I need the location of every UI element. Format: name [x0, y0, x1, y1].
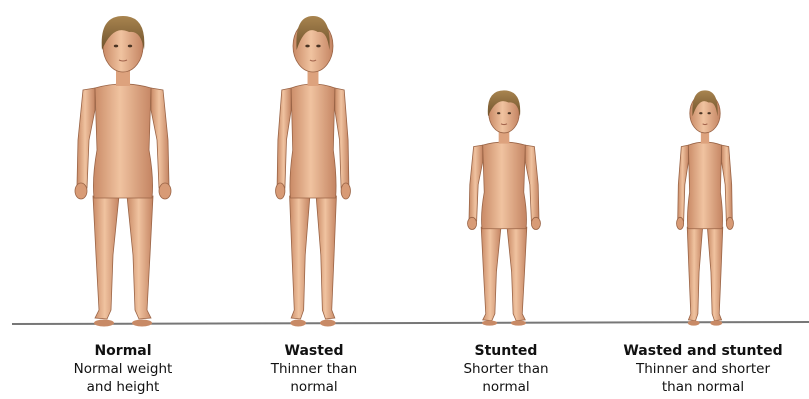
hand-left: [75, 183, 87, 199]
foot-right: [132, 320, 152, 327]
eye-left: [699, 112, 702, 114]
foot-left: [688, 320, 700, 325]
hand-left: [468, 217, 477, 229]
arm-right: [525, 145, 539, 221]
arm-right: [722, 145, 733, 221]
label-desc: normal: [234, 378, 394, 396]
foot-right: [511, 320, 526, 325]
arm-left: [77, 88, 95, 188]
leg-left: [93, 196, 119, 319]
eye-left: [305, 45, 309, 48]
arm-left: [277, 88, 291, 188]
torso: [482, 142, 527, 229]
label-desc: than normal: [608, 378, 798, 396]
leg-left: [687, 227, 702, 320]
foot-right: [710, 320, 722, 325]
eye-right: [128, 45, 132, 48]
leg-right: [707, 227, 722, 320]
eye-right: [707, 112, 710, 114]
label-stunted: Stunted Shorter thannormal: [426, 342, 586, 396]
hand-right: [726, 217, 733, 229]
figure-normal: [75, 16, 171, 327]
leg-right: [507, 227, 527, 320]
label-desc: Thinner and shorter: [608, 360, 798, 378]
foot-left: [94, 320, 114, 327]
label-title: Wasted and stunted: [608, 342, 798, 360]
label-wasted-and-stunted: Wasted and stunted Thinner and shorterth…: [608, 342, 798, 396]
eye-left: [497, 112, 500, 114]
torso: [290, 84, 336, 198]
hand-left: [677, 217, 684, 229]
leg-right: [316, 196, 336, 319]
torso: [687, 142, 722, 229]
eye-left: [114, 45, 118, 48]
hand-left: [276, 183, 285, 199]
label-wasted: Wasted Thinner thannormal: [234, 342, 394, 396]
label-desc: Thinner than: [234, 360, 394, 378]
arm-right: [335, 88, 349, 188]
leg-right: [127, 196, 153, 319]
foot-left: [290, 320, 306, 327]
torso: [93, 84, 152, 198]
hand-right: [341, 183, 350, 199]
eye-right: [508, 112, 511, 114]
label-desc: normal: [426, 378, 586, 396]
foot-left: [482, 320, 497, 325]
figure-stunted: [468, 90, 541, 325]
eye-right: [316, 45, 320, 48]
foot-right: [320, 320, 336, 327]
arm-left: [678, 145, 689, 221]
hand-right: [531, 217, 540, 229]
figure-wasted: [276, 16, 351, 327]
figure-wasted-and-stunted: [677, 90, 734, 325]
leg-left: [290, 196, 310, 319]
label-title: Wasted: [234, 342, 394, 360]
label-desc: Normal weight: [43, 360, 203, 378]
leg-left: [481, 227, 501, 320]
hand-right: [159, 183, 171, 199]
arm-left: [469, 145, 483, 221]
label-normal: Normal Normal weightand height: [43, 342, 203, 396]
label-title: Normal: [43, 342, 203, 360]
label-desc: Shorter than: [426, 360, 586, 378]
label-title: Stunted: [426, 342, 586, 360]
label-desc: and height: [43, 378, 203, 396]
arm-right: [151, 88, 169, 188]
